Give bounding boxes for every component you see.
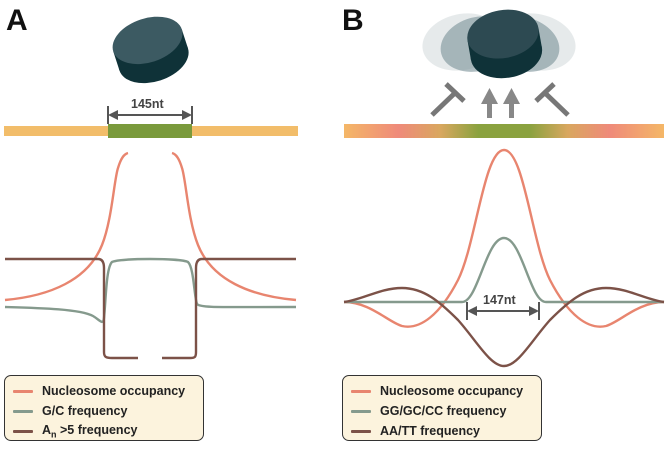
curve-an-frequency-a: [5, 257, 296, 360]
panel-b: [343, 9, 665, 368]
legend-label-rest: >5 frequency: [56, 422, 138, 437]
curve-gg-frequency-b: [344, 236, 664, 304]
legend-label: An >5 frequency: [42, 423, 137, 440]
legend-b: Nucleosome occupancy GG/GC/CC frequency …: [342, 375, 542, 441]
legend-item-an-frequency: An >5 frequency: [13, 421, 193, 441]
legend-label: GG/GC/CC frequency: [380, 404, 507, 418]
legend-swatch: [13, 409, 33, 413]
legend-swatch: [351, 409, 371, 413]
curve-nucleosome-occupancy-a: [4, 151, 297, 302]
nucleosome-icon: [467, 9, 543, 79]
legend-swatch: [351, 389, 371, 393]
segment-length-label-a: 145nt: [131, 97, 164, 111]
legend-item-gg-frequency: GG/GC/CC frequency: [351, 401, 531, 421]
panel-label-a: A: [6, 4, 28, 37]
legend-swatch: [13, 429, 33, 433]
panel-label-b: B: [342, 4, 364, 37]
curve-nucleosome-occupancy-b: [343, 148, 665, 328]
curve-aatt-frequency-b: [343, 286, 665, 368]
legend-item-gc-frequency: G/C frequency: [13, 401, 193, 421]
legend-label-subscript: n: [51, 429, 57, 440]
legend-swatch: [13, 389, 33, 393]
panel-a: [4, 16, 298, 360]
inhibit-left-icon: [430, 82, 466, 117]
legend-a: Nucleosome occupancy G/C frequency An >5…: [4, 375, 204, 441]
positioning-arrows-icon: [481, 88, 520, 118]
legend-item-nucleosome-occupancy: Nucleosome occupancy: [351, 381, 531, 401]
nucleosome-icon: [112, 16, 189, 84]
legend-swatch: [351, 429, 371, 433]
legend-item-nucleosome-occupancy: Nucleosome occupancy: [13, 381, 193, 401]
segment-length-label-b: 147nt: [483, 293, 516, 307]
segment-bracket-b: [466, 302, 540, 320]
nucleosome-site-a: [108, 124, 192, 138]
legend-label-main: A: [42, 422, 52, 437]
legend-label: AA/TT frequency: [380, 424, 481, 438]
dna-bar-b: [344, 124, 664, 138]
segment-bracket-a: [107, 106, 193, 124]
inhibit-right-icon: [534, 82, 570, 117]
legend-label: Nucleosome occupancy: [42, 384, 186, 398]
legend-label: Nucleosome occupancy: [380, 384, 524, 398]
legend-label: G/C frequency: [42, 404, 128, 418]
legend-item-aatt-frequency: AA/TT frequency: [351, 421, 531, 441]
curve-gc-frequency-a: [4, 257, 297, 324]
